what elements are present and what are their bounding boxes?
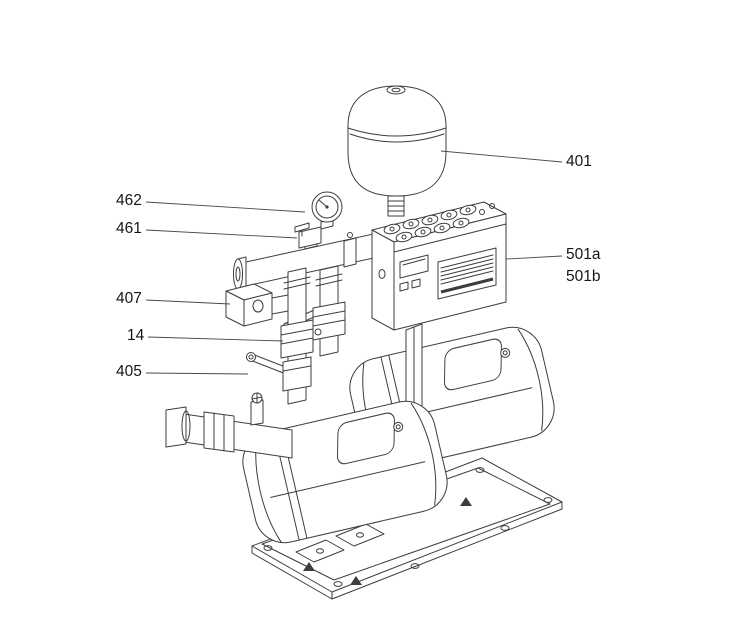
suction-pipe-assembly [165, 392, 293, 459]
front-branch [225, 267, 322, 405]
mounting-pad [295, 539, 345, 563]
callout-14: 14 [127, 327, 145, 344]
diaphragm-tank-401 [347, 85, 447, 217]
cable-gland-knockouts [383, 203, 495, 243]
pressure-gauge-462 [311, 191, 343, 223]
front-pump [242, 400, 448, 544]
mounting-pad [335, 523, 385, 547]
leader-14 [147, 336, 284, 342]
gauge-valve-461 [294, 222, 322, 249]
leader-401 [440, 150, 563, 163]
isolation-valve-405 [246, 352, 312, 392]
leader-462 [145, 201, 306, 213]
control-display [399, 254, 429, 292]
callout-405: 405 [116, 363, 142, 380]
control-box-501 [371, 201, 507, 331]
leader-501 [505, 255, 563, 260]
side-gland [378, 269, 386, 279]
nameplate-sticker [437, 247, 497, 300]
union-nut [203, 411, 235, 453]
gauge-assembly [294, 191, 343, 250]
leader-407 [145, 299, 231, 305]
callout-407: 407 [116, 290, 142, 307]
leader-461 [145, 229, 298, 239]
leader-lines [145, 150, 563, 375]
non-return-valve-14 [280, 319, 322, 359]
pump-nameplate [337, 412, 395, 465]
callout-461: 461 [116, 220, 142, 237]
suction-end-cap [165, 406, 187, 448]
callout-501a: 501a [566, 246, 601, 263]
leader-405 [145, 372, 249, 375]
callout-501b: 501b [566, 268, 601, 285]
vent-plug [500, 347, 511, 358]
inlet-fitting-407 [225, 283, 289, 327]
pump-nameplate [444, 338, 502, 391]
drain-valve [250, 399, 264, 426]
callout-462: 462 [116, 192, 142, 209]
vent-plug [393, 421, 404, 432]
callout-401: 401 [566, 153, 592, 170]
tank-valve-cap [386, 85, 406, 95]
pipe-clamp [343, 237, 357, 268]
